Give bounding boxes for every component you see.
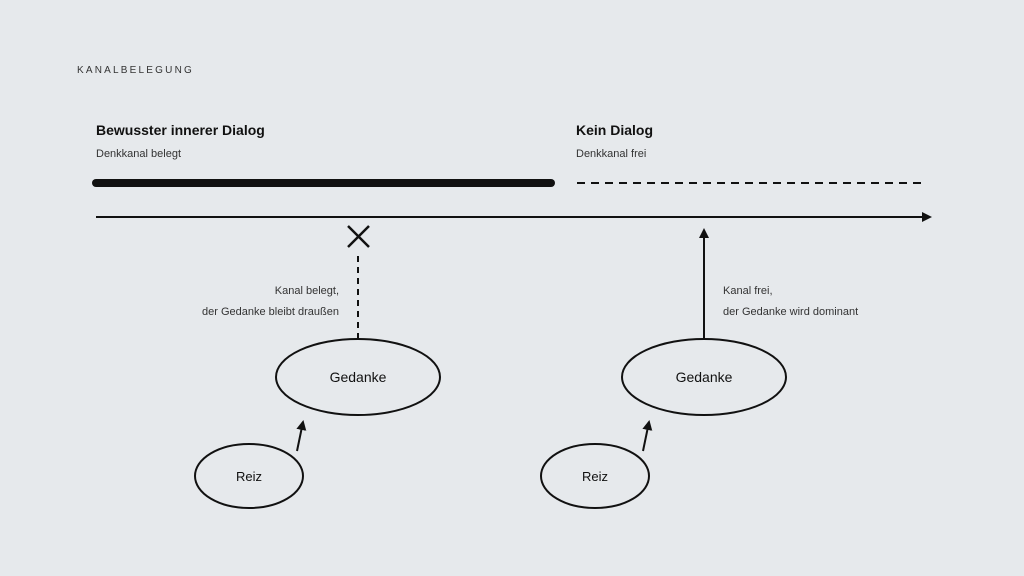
left-stimulus-ellipse bbox=[194, 443, 304, 509]
right-thought-label: Gedanke bbox=[676, 369, 733, 385]
right-stimulus-ellipse bbox=[540, 443, 650, 509]
left-stimulus-label: Reiz bbox=[236, 469, 262, 484]
left-thought-label: Gedanke bbox=[330, 369, 387, 385]
right-thought-ellipse bbox=[621, 338, 787, 416]
left-stimulus-arrow bbox=[296, 420, 307, 452]
right-subtitle: Denkkanal frei bbox=[576, 148, 646, 160]
left-note-line1: Kanal belegt, bbox=[275, 285, 339, 297]
section-label: KANALBELEGUNG bbox=[77, 65, 194, 76]
right-note-line2: der Gedanke wird dominant bbox=[723, 306, 858, 318]
right-stimulus-label: Reiz bbox=[582, 469, 608, 484]
left-thought-ellipse bbox=[275, 338, 441, 416]
left-title: Bewusster innerer Dialog bbox=[96, 122, 265, 138]
blocked-x-icon bbox=[347, 225, 370, 248]
right-stimulus-arrow bbox=[642, 420, 653, 452]
right-title: Kein Dialog bbox=[576, 122, 653, 138]
left-subtitle: Denkkanal belegt bbox=[96, 148, 181, 160]
right-note-line1: Kanal frei, bbox=[723, 285, 773, 297]
left-note-line2: der Gedanke bleibt draußen bbox=[202, 306, 339, 318]
